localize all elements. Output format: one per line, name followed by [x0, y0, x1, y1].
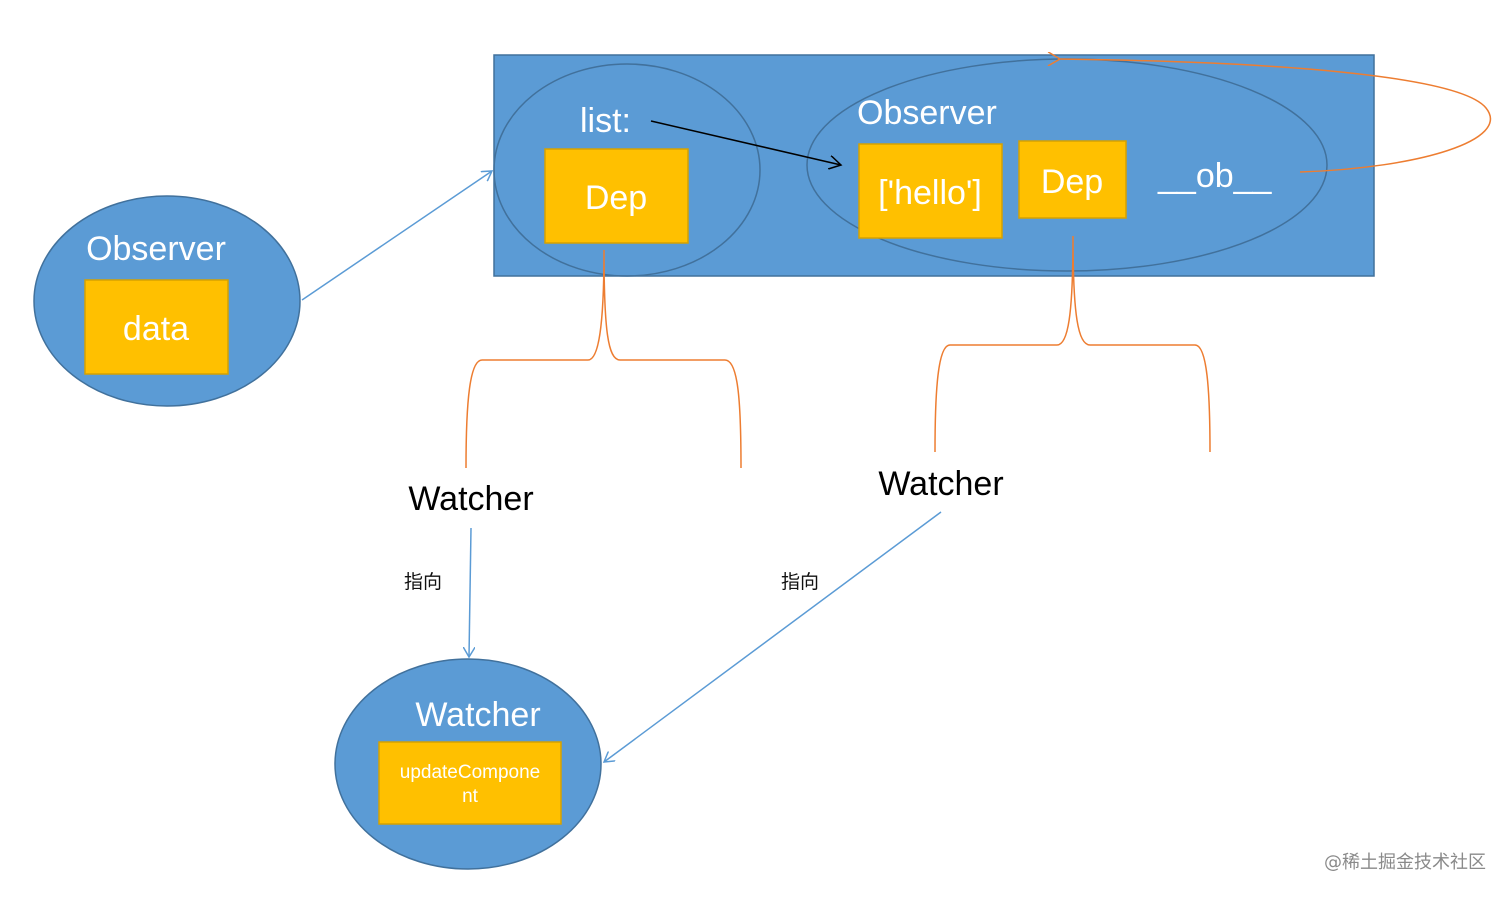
ob-label: __ob__ — [1157, 157, 1273, 195]
bottom-watcher-title: Watcher — [415, 696, 540, 734]
observer-dep-label: Dep — [1041, 163, 1103, 201]
array-box — [858, 143, 1003, 239]
update-component-box — [378, 741, 562, 825]
data-label: data — [123, 310, 189, 348]
inner-observer-title: Observer — [857, 94, 997, 132]
left-observer-title: Observer — [86, 230, 226, 268]
left-watcher-arrow — [469, 527, 471, 657]
list-ellipse — [493, 63, 761, 277]
list-label: list: — [580, 102, 631, 140]
update-component-line1: updateCompone — [400, 762, 541, 783]
right-edge-label: 指向 — [781, 571, 819, 593]
observer-dep-box — [1018, 140, 1127, 219]
list-dep-box — [544, 148, 689, 244]
list-dep-label: Dep — [585, 179, 647, 217]
left-dep-brace — [465, 249, 742, 469]
left-watcher-label: Watcher — [408, 480, 533, 518]
right-watcher-arrow — [604, 511, 942, 762]
observer-to-panel-arrow — [301, 171, 492, 301]
right-dep-brace — [934, 235, 1211, 453]
left-edge-label: 指向 — [404, 571, 442, 593]
watermark: @稀土掘金技术社区 — [1324, 852, 1486, 873]
ob-loop-arrow — [1058, 59, 1492, 173]
data-box — [84, 279, 229, 375]
update-component-line2: nt — [462, 786, 479, 807]
right-watcher-label: Watcher — [878, 465, 1003, 503]
list-to-array-arrow — [650, 120, 841, 165]
array-label: ['hello'] — [878, 174, 982, 212]
